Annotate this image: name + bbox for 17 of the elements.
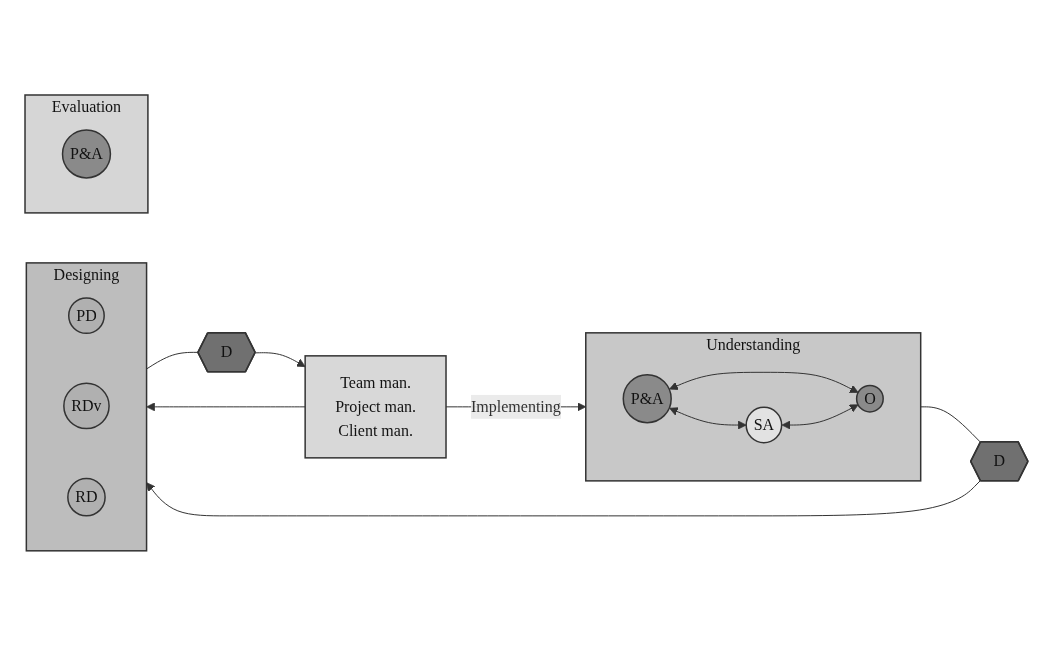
arrow — [146, 402, 306, 412]
connector — [146, 351, 199, 370]
node-circle: SA — [745, 406, 783, 444]
arrow — [781, 404, 859, 430]
connector — [920, 406, 981, 443]
arrow — [255, 352, 306, 368]
edge-label: Implementing — [471, 397, 561, 415]
node-circle: RDv — [63, 382, 110, 430]
node-circle: P&A — [61, 129, 112, 179]
node-box: Team man. Project man. Client man. — [304, 355, 447, 459]
node-circle: PD — [68, 297, 105, 335]
node-circle: P&A — [622, 374, 672, 424]
node-circle: RD — [67, 477, 106, 517]
arrow — [669, 407, 747, 430]
arrow — [146, 480, 981, 517]
arrow — [669, 371, 859, 394]
node-circle: O — [855, 384, 884, 413]
